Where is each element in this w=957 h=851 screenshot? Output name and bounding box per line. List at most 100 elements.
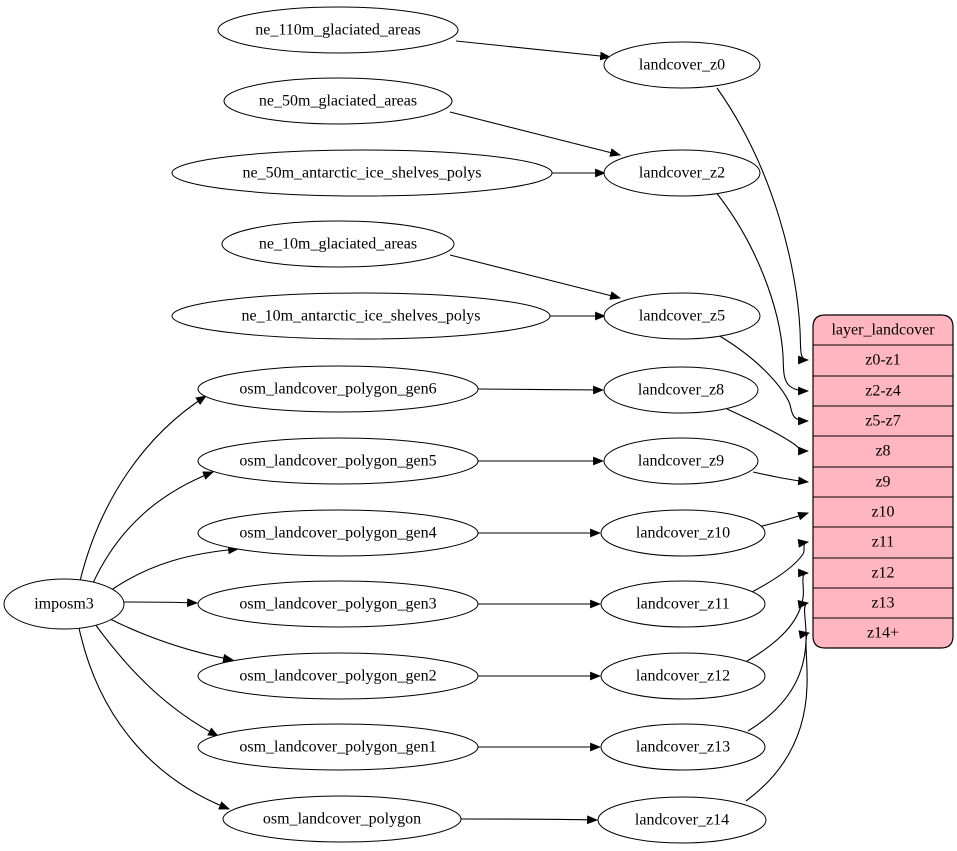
node-landcover-z2: landcover_z2 [603, 149, 761, 197]
node-landcover-z13: landcover_z13 [600, 723, 766, 771]
node-ellipse [221, 220, 455, 268]
node-label: osm_landcover_polygon_gen1 [239, 739, 436, 756]
node-ellipse [603, 366, 759, 414]
node-label: landcover_z11 [636, 596, 730, 613]
node-osm-landcover-polygon-gen3: osm_landcover_polygon_gen3 [197, 580, 479, 628]
node-label: landcover_z8 [638, 382, 724, 399]
edge-z14-to-row-z14plus [745, 630, 811, 802]
node-ne-50m-glaciated-areas: ne_50m_glaciated_areas [223, 77, 453, 125]
edge-imposm3-to-gen6 [79, 395, 207, 582]
node-ellipse [603, 437, 759, 485]
node-landcover-z11: landcover_z11 [600, 580, 766, 628]
record-row-label: z13 [871, 595, 894, 612]
node-label: landcover_z9 [638, 453, 724, 470]
node-ellipse [600, 652, 766, 700]
node-osm-landcover-polygon-gen1: osm_landcover_polygon_gen1 [197, 723, 479, 771]
edge-ne110m-to-z0 [455, 40, 612, 61]
node-layer: ne_110m_glaciated_areas ne_50m_glaciated… [3, 6, 767, 844]
edge-ne50m-to-z2 [449, 111, 622, 157]
node-ellipse [3, 578, 125, 630]
node-label: osm_landcover_polygon_gen4 [239, 525, 436, 542]
edge-polygon-to-z14 [457, 815, 599, 825]
node-ellipse [197, 652, 479, 700]
edge-imposm3-to-gen5 [92, 471, 215, 584]
node-ellipse [600, 723, 766, 771]
node-osm-landcover-polygon-gen2: osm_landcover_polygon_gen2 [197, 652, 479, 700]
node-landcover-z0: landcover_z0 [603, 41, 761, 89]
node-landcover-z14: landcover_z14 [597, 796, 767, 844]
node-label: osm_landcover_polygon_gen6 [239, 381, 436, 398]
record-row-label: z2-z4 [865, 383, 901, 400]
node-landcover-z10: landcover_z10 [600, 509, 766, 557]
edge-imposm3-to-polygon [78, 627, 231, 810]
node-label: ne_50m_antarctic_ice_shelves_polys [242, 165, 481, 182]
node-label: osm_landcover_polygon_gen3 [239, 596, 436, 613]
node-ellipse [603, 41, 761, 89]
record-row-label: z8 [875, 443, 890, 460]
node-ellipse [600, 580, 766, 628]
node-ellipse [603, 292, 761, 340]
record-row-label: z0-z1 [865, 352, 901, 369]
edge-z8-to-row-z8 [726, 408, 810, 456]
node-ne-10m-glaciated-areas: ne_10m_glaciated_areas [221, 220, 455, 268]
node-ne-110m-glaciated-areas: ne_110m_glaciated_areas [217, 6, 459, 54]
node-label: imposm3 [34, 596, 94, 613]
node-osm-landcover-polygon-gen5: osm_landcover_polygon_gen5 [197, 437, 479, 485]
node-osm-landcover-polygon: osm_landcover_polygon [222, 795, 462, 843]
node-label: landcover_z13 [636, 739, 730, 756]
record-row-label: z14+ [867, 625, 899, 642]
edge-z12-to-row-z12 [746, 568, 810, 662]
node-ellipse [597, 796, 767, 844]
node-landcover-z8: landcover_z8 [603, 366, 759, 414]
edge-z11-to-row-z11 [751, 539, 810, 593]
node-label: landcover_z14 [635, 812, 729, 829]
node-label: ne_10m_glaciated_areas [259, 236, 417, 253]
record-outline [812, 314, 954, 649]
node-label: ne_110m_glaciated_areas [255, 22, 421, 39]
node-label: osm_landcover_polygon [263, 811, 421, 828]
record-row-label: z9 [875, 474, 890, 491]
node-osm-landcover-polygon-gen6: osm_landcover_polygon_gen6 [197, 365, 479, 413]
node-label: osm_landcover_polygon_gen5 [239, 453, 436, 470]
node-label: ne_50m_glaciated_areas [259, 93, 417, 110]
node-label: landcover_z5 [639, 308, 725, 325]
node-ellipse [197, 509, 479, 557]
edge-z0-to-row-z0-z1 [716, 87, 810, 365]
node-ne-50m-antarctic-ice-shelves-polys: ne_50m_antarctic_ice_shelves_polys [171, 149, 553, 197]
node-ellipse [171, 292, 551, 340]
node-ellipse [197, 437, 479, 485]
node-ellipse [603, 149, 761, 197]
record-row-label: z12 [871, 565, 894, 582]
record-row-label: z11 [872, 534, 895, 551]
node-label: landcover_z12 [636, 668, 730, 685]
node-landcover-z5: landcover_z5 [603, 292, 761, 340]
edge-z10-to-row-z10 [757, 511, 810, 528]
node-ellipse [197, 580, 479, 628]
node-label: ne_10m_antarctic_ice_shelves_polys [241, 308, 480, 325]
edge-z2-to-row-z2-z4 [714, 190, 810, 396]
node-ellipse [197, 723, 479, 771]
node-ellipse [217, 6, 459, 54]
node-ellipse [197, 365, 479, 413]
node-osm-landcover-polygon-gen4: osm_landcover_polygon_gen4 [197, 509, 479, 557]
edge-imposm3-to-gen4 [109, 545, 240, 592]
edge-imposm3-to-gen1 [94, 623, 219, 737]
edge-z9-to-row-z9 [752, 471, 810, 486]
edge-imposm3-to-gen2 [107, 617, 235, 663]
record-title: layer_landcover [831, 322, 935, 339]
node-landcover-z9: landcover_z9 [603, 437, 759, 485]
edge-ne10m-to-z5 [449, 254, 622, 300]
node-label: landcover_z10 [636, 525, 730, 542]
node-ellipse [600, 509, 766, 557]
node-label: landcover_z0 [639, 57, 725, 74]
node-imposm3: imposm3 [3, 578, 125, 630]
edge-gen6-to-z8 [477, 385, 605, 395]
record-layer-landcover: layer_landcover z0-z1 z2-z4 z5-z7 z8 z9 … [812, 314, 954, 649]
record-row-label: z10 [871, 504, 894, 521]
node-label: osm_landcover_polygon_gen2 [239, 668, 436, 685]
edge-imposm3-to-gen3 [123, 598, 199, 608]
edge-layer [78, 40, 811, 825]
